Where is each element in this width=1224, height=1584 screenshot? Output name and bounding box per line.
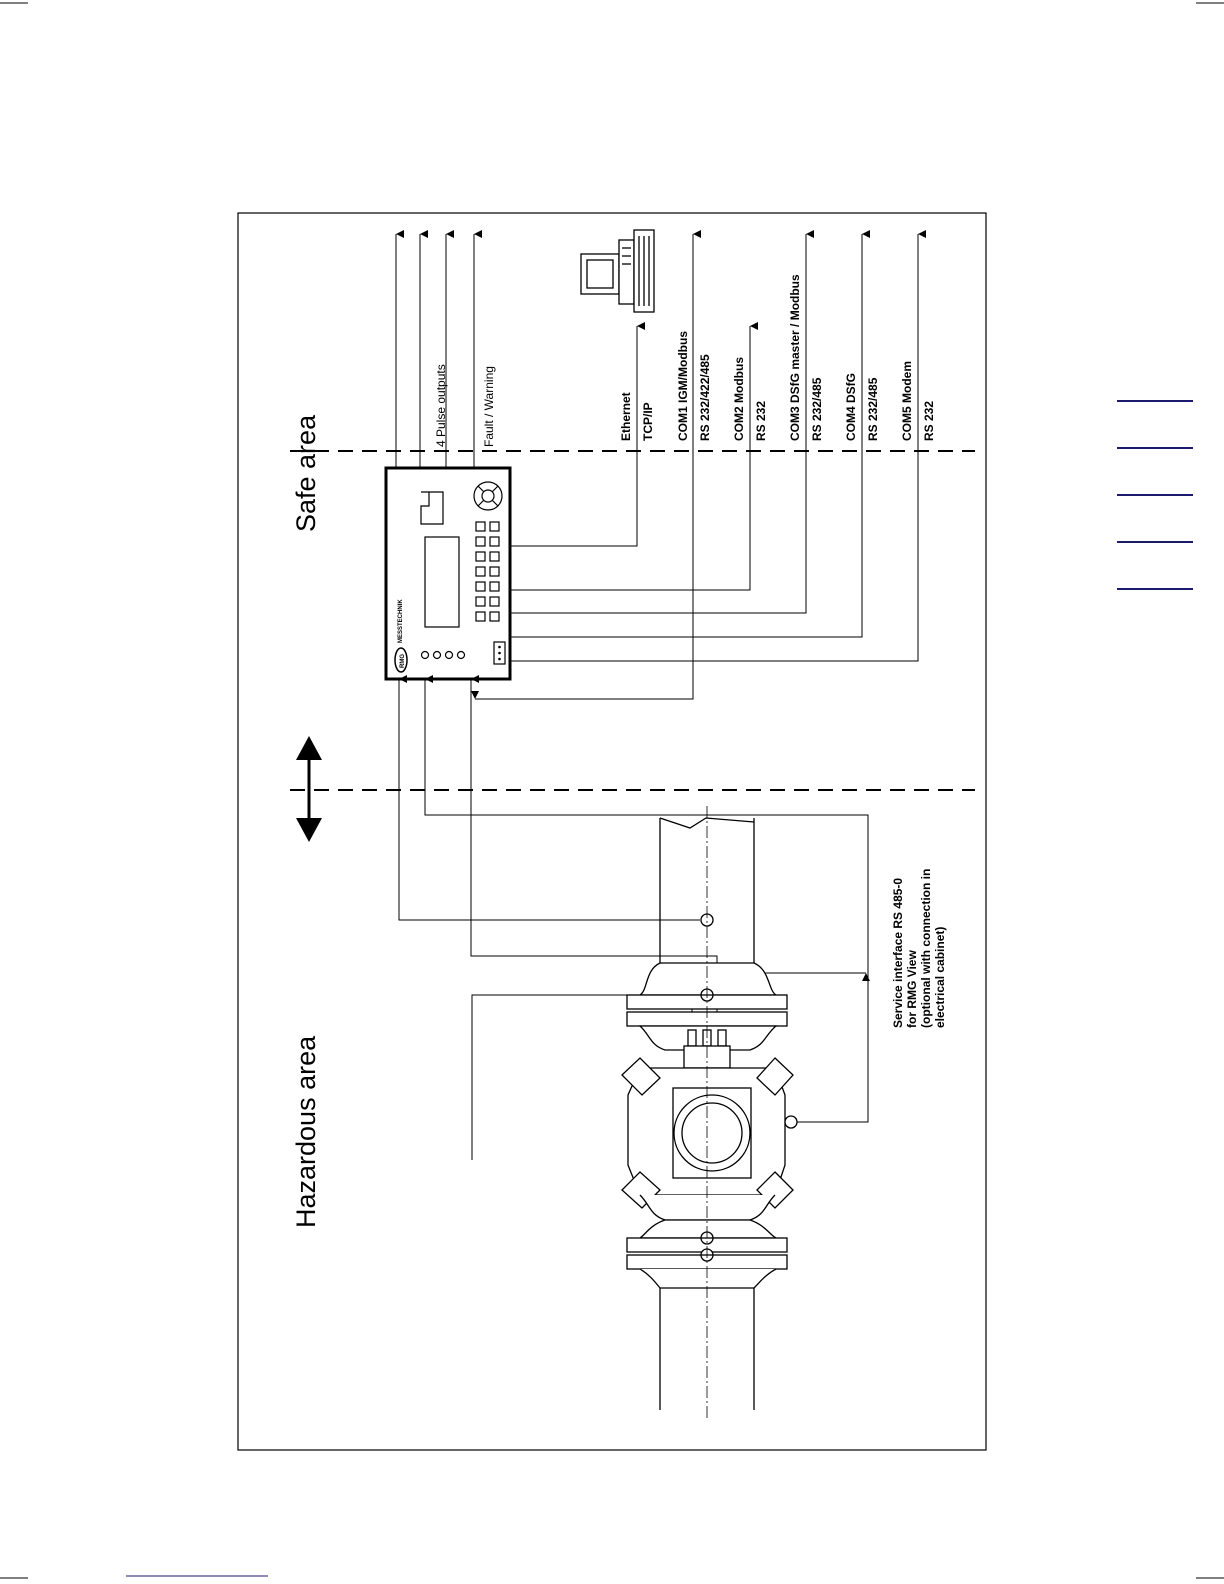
double-arrow-icon (296, 736, 322, 842)
interface-com3-line1: COM3 DSfG master / Modbus (788, 274, 802, 441)
interface-com3-line2: RS 232/485 (810, 377, 824, 441)
pulse-outputs-label: 4 Pulse outputs (434, 364, 448, 447)
side-nav-tabs (1117, 400, 1193, 590)
computer-icon (580, 229, 655, 313)
diagram-frame (237, 212, 987, 1451)
flow-computer-device: RMG MESSTECHNIK (384, 466, 512, 681)
interface-com1-line1: COM1 IGM/Modbus (676, 331, 690, 441)
interface-com4-line2: RS 232/485 (866, 377, 880, 441)
device-display (424, 536, 460, 628)
interface-labels: Ethernet TCP/IP COM1 IGM/Modbus RS 232/4… (619, 274, 936, 441)
svg-text:for RMG View: for RMG View (905, 950, 919, 1028)
gas-meter-icon (621, 806, 798, 1420)
card-slot (420, 491, 444, 525)
svg-text:(optional with connection in: (optional with connection in (919, 869, 933, 1028)
status-leds (420, 650, 466, 660)
interface-ethernet-line1: Ethernet (619, 392, 633, 441)
svg-text:Service interface RS 485-0: Service interface RS 485-0 (891, 878, 905, 1028)
interface-lines (471, 230, 926, 700)
interface-com1-line2: RS 232/422/485 (698, 354, 712, 441)
interface-ethernet-line2: TCP/IP (641, 402, 655, 441)
interface-com4-line1: COM4 DSfG (844, 373, 858, 441)
safe-area-label: Safe area (291, 414, 321, 532)
interface-com2-line1: COM2 Modbus (732, 357, 746, 441)
service-interface-label: Service interface RS 485-0 for RMG View … (891, 869, 947, 1028)
hazardous-area-label: Hazardous area (291, 1035, 321, 1228)
svg-text:electrical cabinet): electrical cabinet) (933, 927, 947, 1028)
interface-com2-line2: RS 232 (754, 401, 768, 441)
interface-com5-line1: COM5 Modem (900, 361, 914, 441)
rmg-logo-icon: RMG (394, 647, 408, 673)
svg-text:RMG: RMG (400, 654, 406, 668)
fault-warning-label: Fault / Warning (482, 366, 496, 447)
brand-text: MESSTECHNIK (398, 599, 404, 643)
interface-com5-line2: RS 232 (922, 401, 936, 441)
